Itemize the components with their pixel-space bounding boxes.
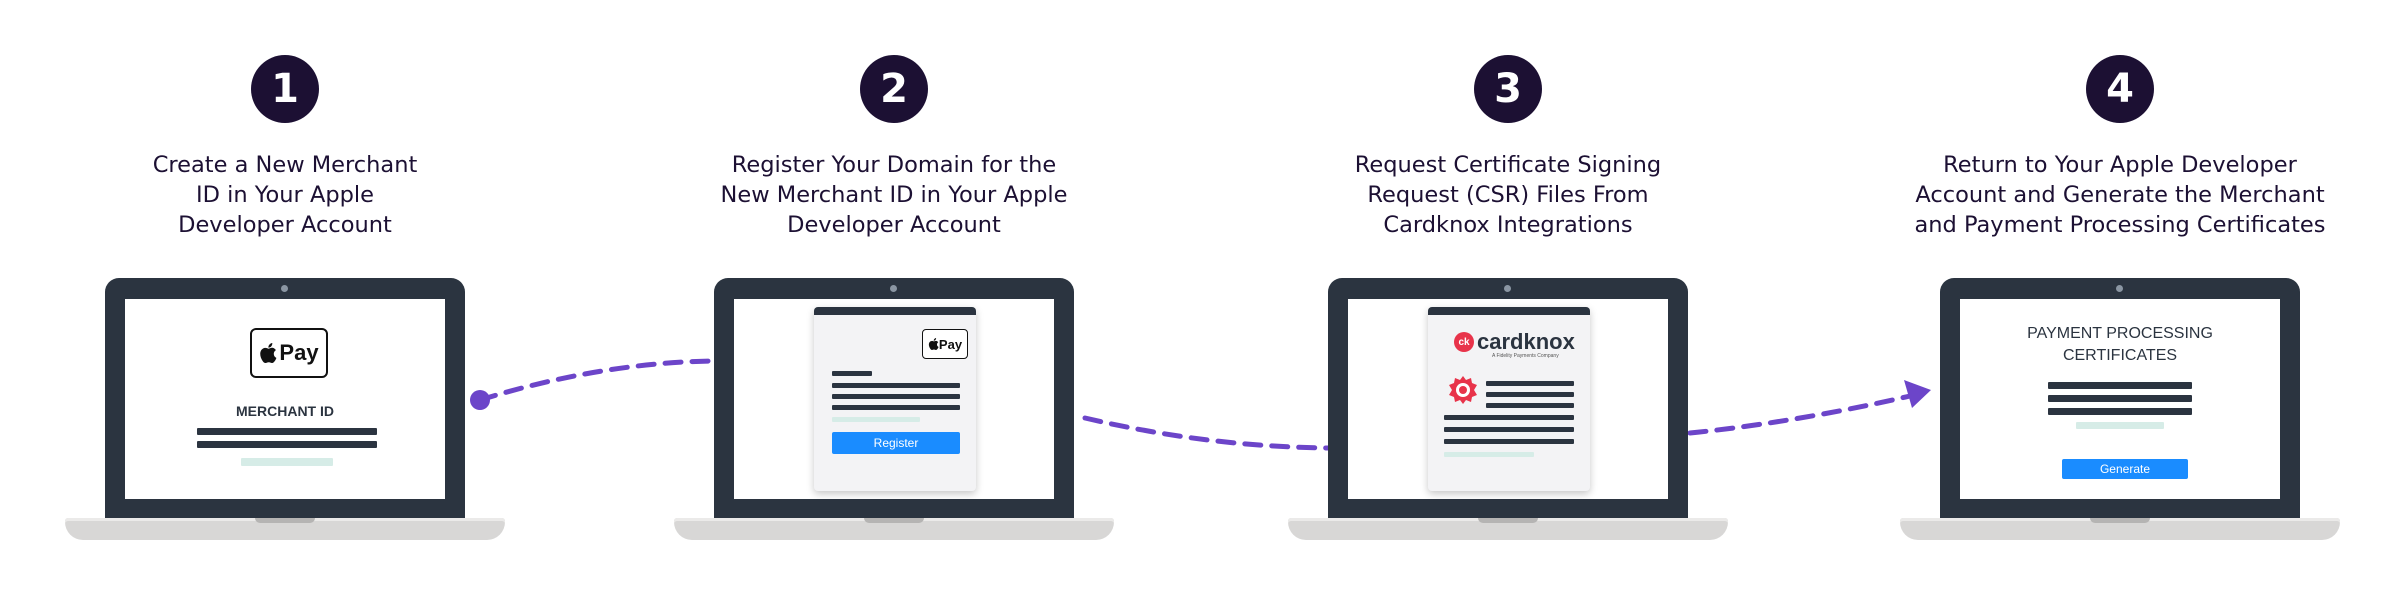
content-line-light [832,417,920,422]
cardknox-subtitle: A Fidelity Payments Company [1492,353,1559,359]
laptop-illustration: PAYMENT PROCESSING CERTIFICATES Generate [1900,278,2340,540]
step-title-line: Cardknox Integrations [1383,212,1633,238]
csr-card: ck cardknox A Fidelity Payments Company [1428,307,1590,491]
content-line [1444,439,1574,444]
register-card: Pay Register [814,307,976,491]
apple-pay-badge: Pay [922,329,968,359]
connector-3-4 [1687,393,1913,436]
content-line [832,371,872,376]
content-line [1444,427,1574,432]
content-line [832,405,960,410]
content-line [197,441,377,448]
step-4: 4 Return to Your Apple Developer Account… [1890,0,2350,592]
content-line [2048,382,2192,389]
laptop-base [1900,518,2340,540]
step-title-line: Request Certificate Signing [1354,152,1662,178]
content-line [1486,403,1574,408]
laptop-lid: Pay MERCHANT ID [105,278,465,520]
laptop-base [674,518,1114,540]
laptop-notch [864,518,924,523]
step-title: Create a New Merchant ID in Your Apple D… [55,150,515,240]
step-title-line: Create a New Merchant [152,152,418,178]
merchant-id-label: MERCHANT ID [236,403,334,419]
step-number-badge: 2 [860,55,928,123]
laptop-illustration: Pay Register [674,278,1114,540]
content-line-light [241,458,333,466]
cardknox-logo-text: cardknox [1477,329,1575,354]
card-header-bar [814,307,976,315]
laptop-base [1288,518,1728,540]
content-line-light [1444,452,1534,457]
content-line [1486,392,1574,397]
laptop-lid: PAYMENT PROCESSING CERTIFICATES Generate [1940,278,2300,520]
step-number-badge: 4 [2086,55,2154,123]
cardknox-logo-icon: ck cardknox [1454,329,1575,355]
laptop-illustration: Pay MERCHANT ID [65,278,505,540]
step-3: 3 Request Certificate Signing Request (C… [1278,0,1738,592]
laptop-screen: Pay MERCHANT ID [125,299,445,499]
step-title: Return to Your Apple Developer Account a… [1890,150,2350,240]
apple-icon [928,338,939,350]
step-1: 1 Create a New Merchant ID in Your Apple… [55,0,515,592]
connector-1-2 [477,358,715,403]
laptop-illustration: ck cardknox A Fidelity Payments Company [1288,278,1728,540]
laptop-base [65,518,505,540]
apple-icon [260,343,277,363]
camera-dot [890,285,897,292]
laptop-notch [2090,518,2150,523]
content-line-light [2076,422,2164,429]
camera-dot [2116,285,2123,292]
laptop-screen: Pay Register [734,299,1054,499]
content-line [2048,408,2192,415]
step-number-badge: 3 [1474,55,1542,123]
certificate-seal-icon [1449,376,1477,404]
step-title-line: Account and Generate the Merchant [1915,182,2325,208]
step-2: 2 Register Your Domain for the New Merch… [664,0,1124,592]
step-title-line: Return to Your Apple Developer [1943,152,2297,178]
register-button[interactable]: Register [832,432,960,454]
step-title-line: ID in Your Apple [195,182,374,208]
laptop-lid: Pay Register [714,278,1074,520]
camera-dot [281,285,288,292]
arrow-head-icon [1904,380,1931,408]
certificates-heading-line: PAYMENT PROCESSING [2027,325,2213,342]
connector-start-dot [470,390,490,410]
laptop-screen: PAYMENT PROCESSING CERTIFICATES Generate [1960,299,2280,499]
content-line [1444,415,1574,420]
step-title-line: Developer Account [787,212,1001,238]
certificates-heading-line: CERTIFICATES [2062,347,2178,364]
step-title-line: Request (CSR) Files From [1367,182,1649,208]
connector-2-3 [1082,415,1331,451]
content-line [832,394,960,399]
step-title-line: and Payment Processing Certificates [1914,212,2326,238]
step-title: Request Certificate Signing Request (CSR… [1278,150,1738,240]
laptop-lid: ck cardknox A Fidelity Payments Company [1328,278,1688,520]
step-title: Register Your Domain for the New Merchan… [664,150,1124,240]
apple-pay-label: Pay [938,336,963,352]
cardknox-mark: ck [1454,332,1474,352]
content-line [2048,395,2192,402]
step-title-line: Developer Account [178,212,392,238]
certificates-heading: PAYMENT PROCESSING CERTIFICATES [1960,323,2280,367]
camera-dot [1504,285,1511,292]
laptop-screen: ck cardknox A Fidelity Payments Company [1348,299,1668,499]
card-header-bar [1428,307,1590,315]
generate-button[interactable]: Generate [2062,459,2188,479]
step-number-badge: 1 [251,55,319,123]
apple-pay-label: Pay [279,340,319,365]
content-line [197,428,377,435]
laptop-notch [1478,518,1538,523]
step-title-line: New Merchant ID in Your Apple [720,182,1068,208]
laptop-notch [255,518,315,523]
content-line [832,383,960,388]
apple-pay-badge: Pay [250,328,328,378]
step-title-line: Register Your Domain for the [731,152,1057,178]
content-line [1486,381,1574,386]
